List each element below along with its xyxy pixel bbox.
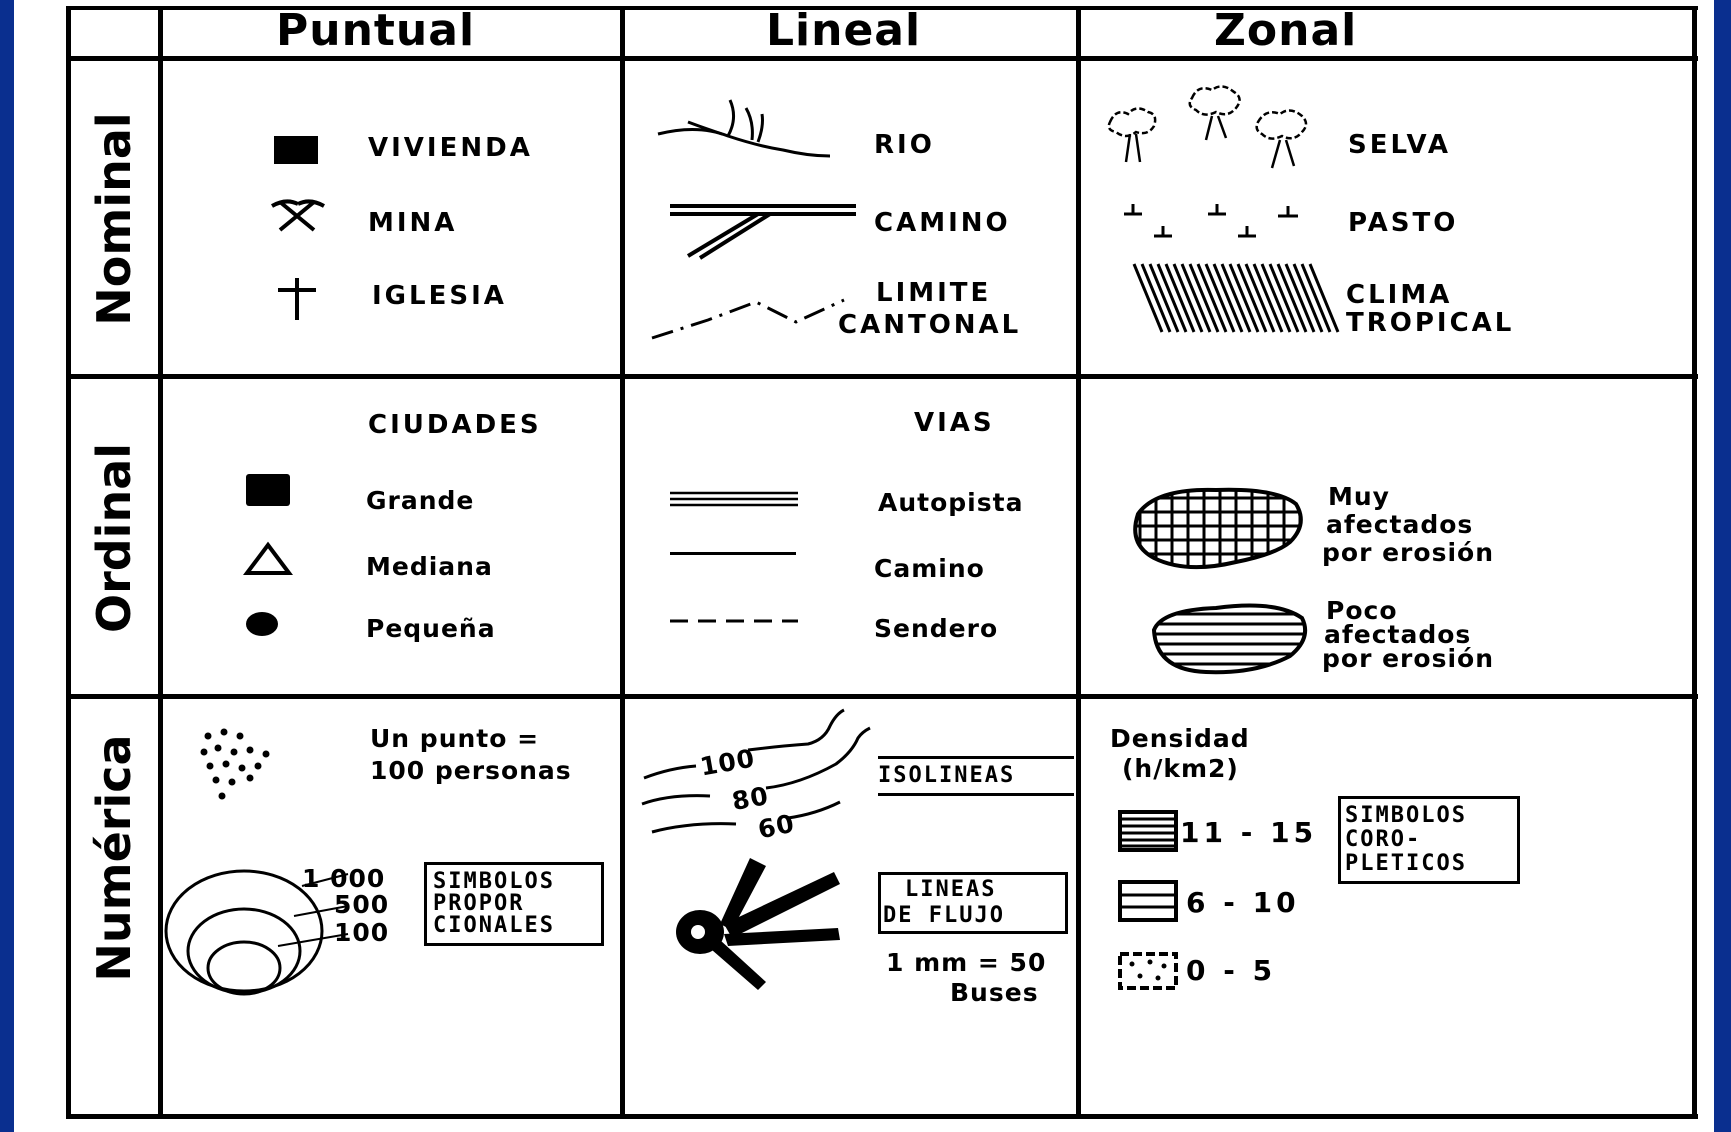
ciudad-mediana-icon [243, 541, 293, 575]
label-iso-60: 60 [755, 808, 798, 845]
box-de-flujo: DE FLUJO [883, 903, 1005, 928]
grid-line-left [66, 6, 71, 1119]
label-muy-erosion: por erosión [1322, 538, 1494, 567]
label-iglesia: IGLESIA [372, 281, 507, 311]
grid-line-top [66, 6, 1698, 10]
poco-afectados-icon [1151, 603, 1307, 675]
label-vivienda: VIVIENDA [368, 133, 533, 163]
label-pequena: Pequeña [366, 614, 496, 643]
label-densidad: Densidad [1110, 724, 1250, 753]
symbol-table: Puntual Lineal Zonal Nominal Ordinal Num… [66, 5, 1698, 1124]
isolineas-box: ISOLINEAS [878, 756, 1074, 796]
grid-line-row2 [66, 694, 1698, 699]
grid-line-bottom [66, 1114, 1698, 1119]
label-autopista: Autopista [878, 488, 1024, 517]
box-coro: CORO- [1345, 827, 1422, 852]
dot-density-icon [200, 728, 270, 800]
label-poco: Poco [1326, 596, 1398, 625]
limite-cantonal-icon [651, 298, 845, 340]
label-pasto: PASTO [1348, 208, 1459, 238]
choropleth-high-icon [1118, 810, 1178, 852]
grid-line-col0 [158, 6, 163, 1119]
label-un-punto: Un punto = [370, 724, 540, 753]
label-mediana: Mediana [366, 552, 493, 581]
pasto-icon [1124, 204, 1298, 238]
label-selva: SELVA [1348, 130, 1451, 160]
label-vias: VIAS [914, 408, 995, 438]
grid-line-row1 [66, 374, 1698, 379]
label-500: 500 [334, 890, 390, 919]
proportional-circles-icon [164, 869, 349, 996]
muy-afectados-icon [1133, 487, 1303, 570]
lineas-flujo-icon [676, 858, 840, 990]
label-range-11-15: 11 - 15 [1180, 816, 1318, 849]
label-ciudades: CIUDADES [368, 410, 542, 440]
label-grande: Grande [366, 486, 475, 515]
camino-line-icon [670, 552, 796, 555]
box-simbolos-coro: SIMBOLOS [1345, 803, 1467, 828]
box-cionales: CIONALES [433, 913, 555, 938]
clima-tropical-icon [1132, 263, 1340, 333]
grid-line-col1 [620, 6, 625, 1119]
label-range-0-5: 0 - 5 [1186, 954, 1277, 987]
column-header-puntual: Puntual [276, 5, 476, 56]
box-simbolos: SIMBOLOS [433, 869, 555, 894]
row-header-ordinal: Ordinal [87, 442, 141, 634]
lineas-flujo-box: LINEAS DE FLUJO [878, 872, 1068, 934]
label-mina: MINA [368, 208, 458, 238]
iglesia-icon [278, 278, 316, 320]
autopista-icon [670, 491, 798, 507]
rio-icon [657, 99, 831, 158]
label-camino-ordinal: Camino [874, 554, 985, 583]
column-header-lineal: Lineal [766, 5, 922, 56]
grid-line-right [1692, 6, 1697, 1119]
slide-frame: Puntual Lineal Zonal Nominal Ordinal Num… [14, 0, 1714, 1132]
label-100: 100 [334, 918, 390, 947]
label-cantonal: CANTONAL [838, 310, 1022, 340]
ciudad-pequena-icon [246, 612, 278, 636]
grid-line-col2 [1076, 6, 1081, 1119]
label-limite: LIMITE [876, 278, 992, 308]
choropleth-low-icon [1118, 952, 1178, 990]
label-range-6-10: 6 - 10 [1186, 886, 1300, 919]
row-header-numerica: Numérica [87, 734, 141, 982]
grid-line-header [66, 56, 1698, 61]
simbolos-coropleticos-box: SIMBOLOS CORO- PLETICOS [1338, 796, 1520, 884]
label-muy: Muy [1328, 482, 1390, 511]
label-muy-afectados: afectados [1326, 510, 1474, 539]
label-clima: CLIMA [1346, 280, 1453, 310]
label-rio: RIO [874, 130, 935, 160]
selva-icon [1107, 85, 1308, 169]
label-100-personas: 100 personas [370, 756, 572, 785]
label-poco-afectados: afectados [1324, 620, 1472, 649]
box-isolineas: ISOLINEAS [878, 763, 1016, 788]
label-sendero: Sendero [874, 614, 999, 643]
box-propor: PROPOR [433, 891, 525, 916]
isolineas-icon [641, 708, 871, 834]
mina-icon [271, 199, 325, 232]
label-1000: 1 000 [302, 864, 386, 893]
ciudad-grande-icon [246, 474, 290, 506]
sendero-icon [670, 619, 798, 623]
row-header-nominal: Nominal [87, 112, 141, 326]
box-lineas: LINEAS [905, 877, 997, 902]
box-pleticos: PLETICOS [1345, 851, 1467, 876]
column-header-zonal: Zonal [1214, 5, 1358, 56]
label-poco-erosion: por erosión [1322, 644, 1494, 673]
label-tropical: TROPICAL [1346, 308, 1515, 338]
simbolos-proporcionales-box: SIMBOLOS PROPOR CIONALES [424, 862, 604, 946]
label-h-km2: (h/km2) [1122, 754, 1239, 783]
label-escala: 1 mm = 50 [886, 948, 1047, 977]
label-buses: Buses [950, 978, 1039, 1007]
choropleth-mid-icon [1118, 880, 1178, 922]
camino-icon [670, 204, 856, 260]
label-camino-nominal: CAMINO [874, 208, 1011, 238]
vivienda-icon [274, 136, 318, 164]
